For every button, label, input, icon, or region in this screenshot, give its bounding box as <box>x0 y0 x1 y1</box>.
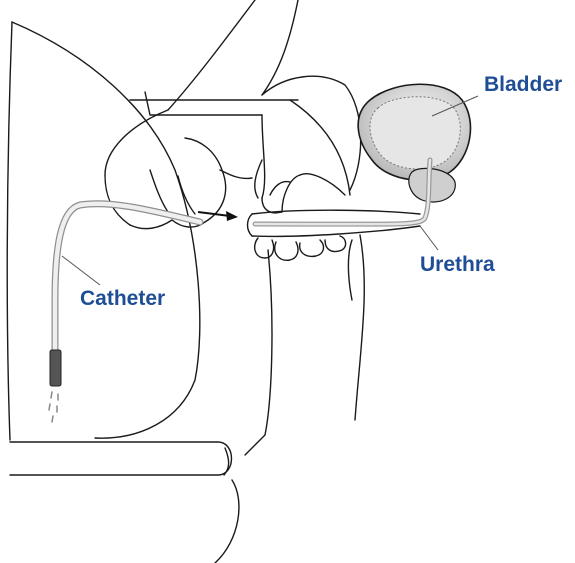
fingers <box>255 236 346 260</box>
insertion-arrow <box>198 211 238 221</box>
catheter-tip <box>50 350 61 386</box>
catheter-label: Catheter <box>80 288 165 309</box>
urethra-label: Urethra <box>420 254 495 275</box>
right-hand <box>255 76 361 213</box>
bladder-label: Bladder <box>484 74 562 95</box>
urine-drips <box>49 392 58 422</box>
catheter-tube <box>49 204 200 422</box>
toilet-seat <box>10 442 239 563</box>
bladder-organ <box>358 84 470 202</box>
leg-outline <box>245 100 364 455</box>
